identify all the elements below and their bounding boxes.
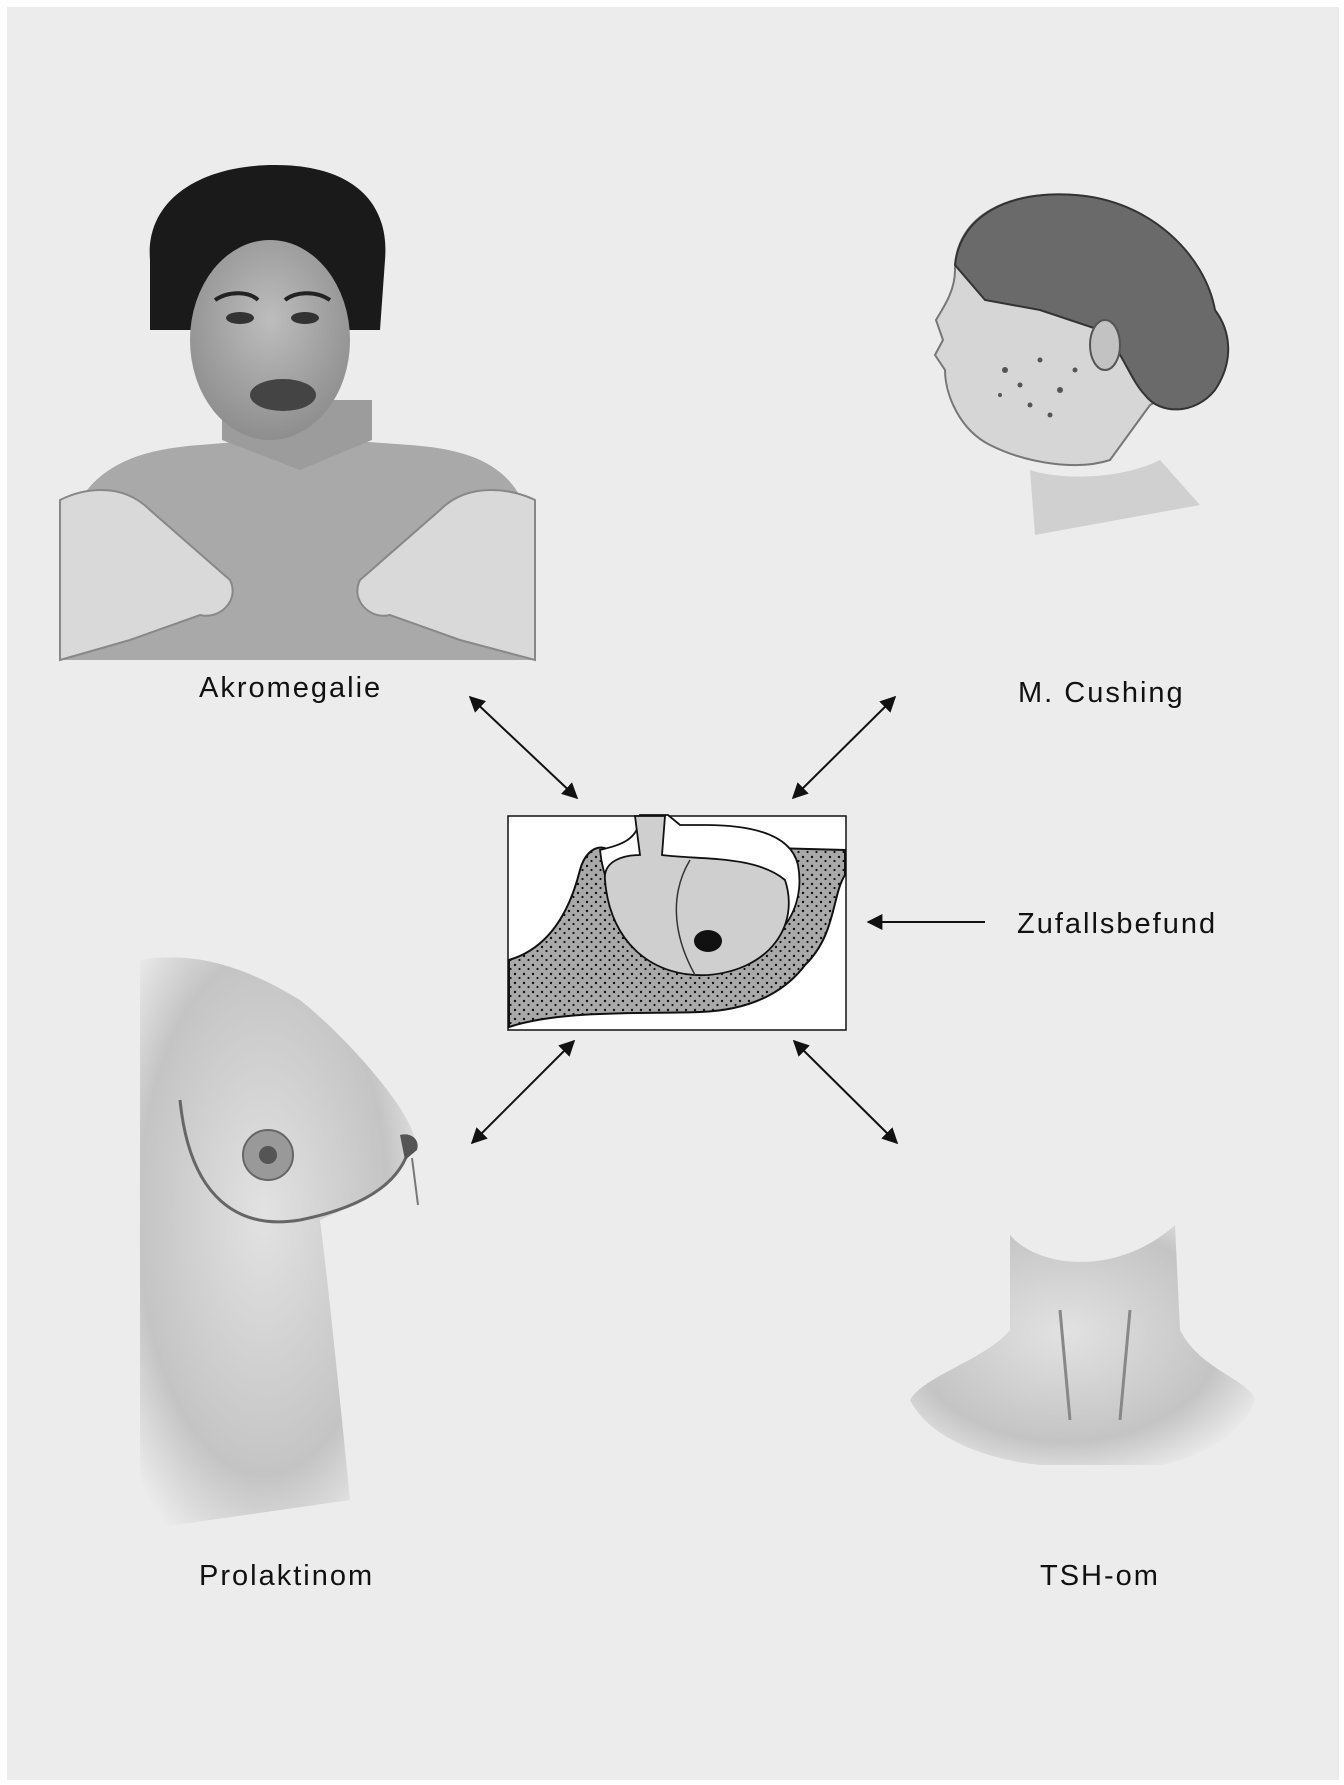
cushing-illustration bbox=[935, 194, 1228, 535]
arrow-tsh bbox=[794, 1041, 897, 1143]
label-akromegalie: Akromegalie bbox=[199, 672, 382, 705]
label-cushing: M. Cushing bbox=[1018, 677, 1185, 710]
arrow-cushing bbox=[793, 697, 895, 798]
tsh-illustration bbox=[910, 1225, 1255, 1465]
label-prolaktinom: Prolaktinom bbox=[199, 1560, 374, 1593]
arrow-akromegalie bbox=[470, 697, 577, 798]
label-tsh-om: TSH-om bbox=[1040, 1560, 1160, 1593]
sella-diagram bbox=[508, 815, 846, 1030]
prolactinoma-illustration bbox=[140, 957, 418, 1530]
acromegaly-illustration bbox=[60, 165, 535, 660]
arrow-prolaktinom bbox=[472, 1041, 574, 1143]
label-zufallsbefund: Zufallsbefund bbox=[1017, 908, 1217, 941]
